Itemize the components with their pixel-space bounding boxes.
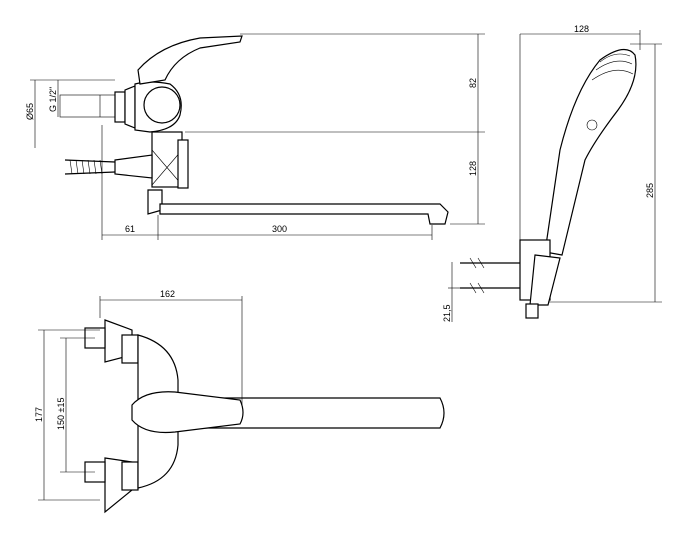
top-view: 162 177 150 ±15 (34, 289, 445, 514)
side-view: Ø65 G 1/2" 82 128 61 300 (25, 33, 485, 240)
dim-total-height: 177 (34, 407, 44, 422)
dim-height-upper: 82 (468, 78, 478, 88)
dim-shower-width: 128 (574, 24, 589, 34)
dim-center-distance: 150 ±15 (56, 398, 66, 430)
dim-thread: G 1/2" (48, 87, 58, 112)
dim-spout-length: 300 (272, 224, 287, 234)
dim-outlet-diameter: Ø65 (25, 103, 35, 120)
dim-depth: 162 (160, 289, 175, 299)
dim-height-lower: 128 (468, 161, 478, 176)
dim-bracket-offset: 21,5 (442, 304, 452, 322)
dim-shower-height: 285 (645, 183, 655, 198)
dim-wall-offset: 61 (125, 224, 135, 234)
shower-view: 128 285 21,5 (442, 24, 662, 322)
